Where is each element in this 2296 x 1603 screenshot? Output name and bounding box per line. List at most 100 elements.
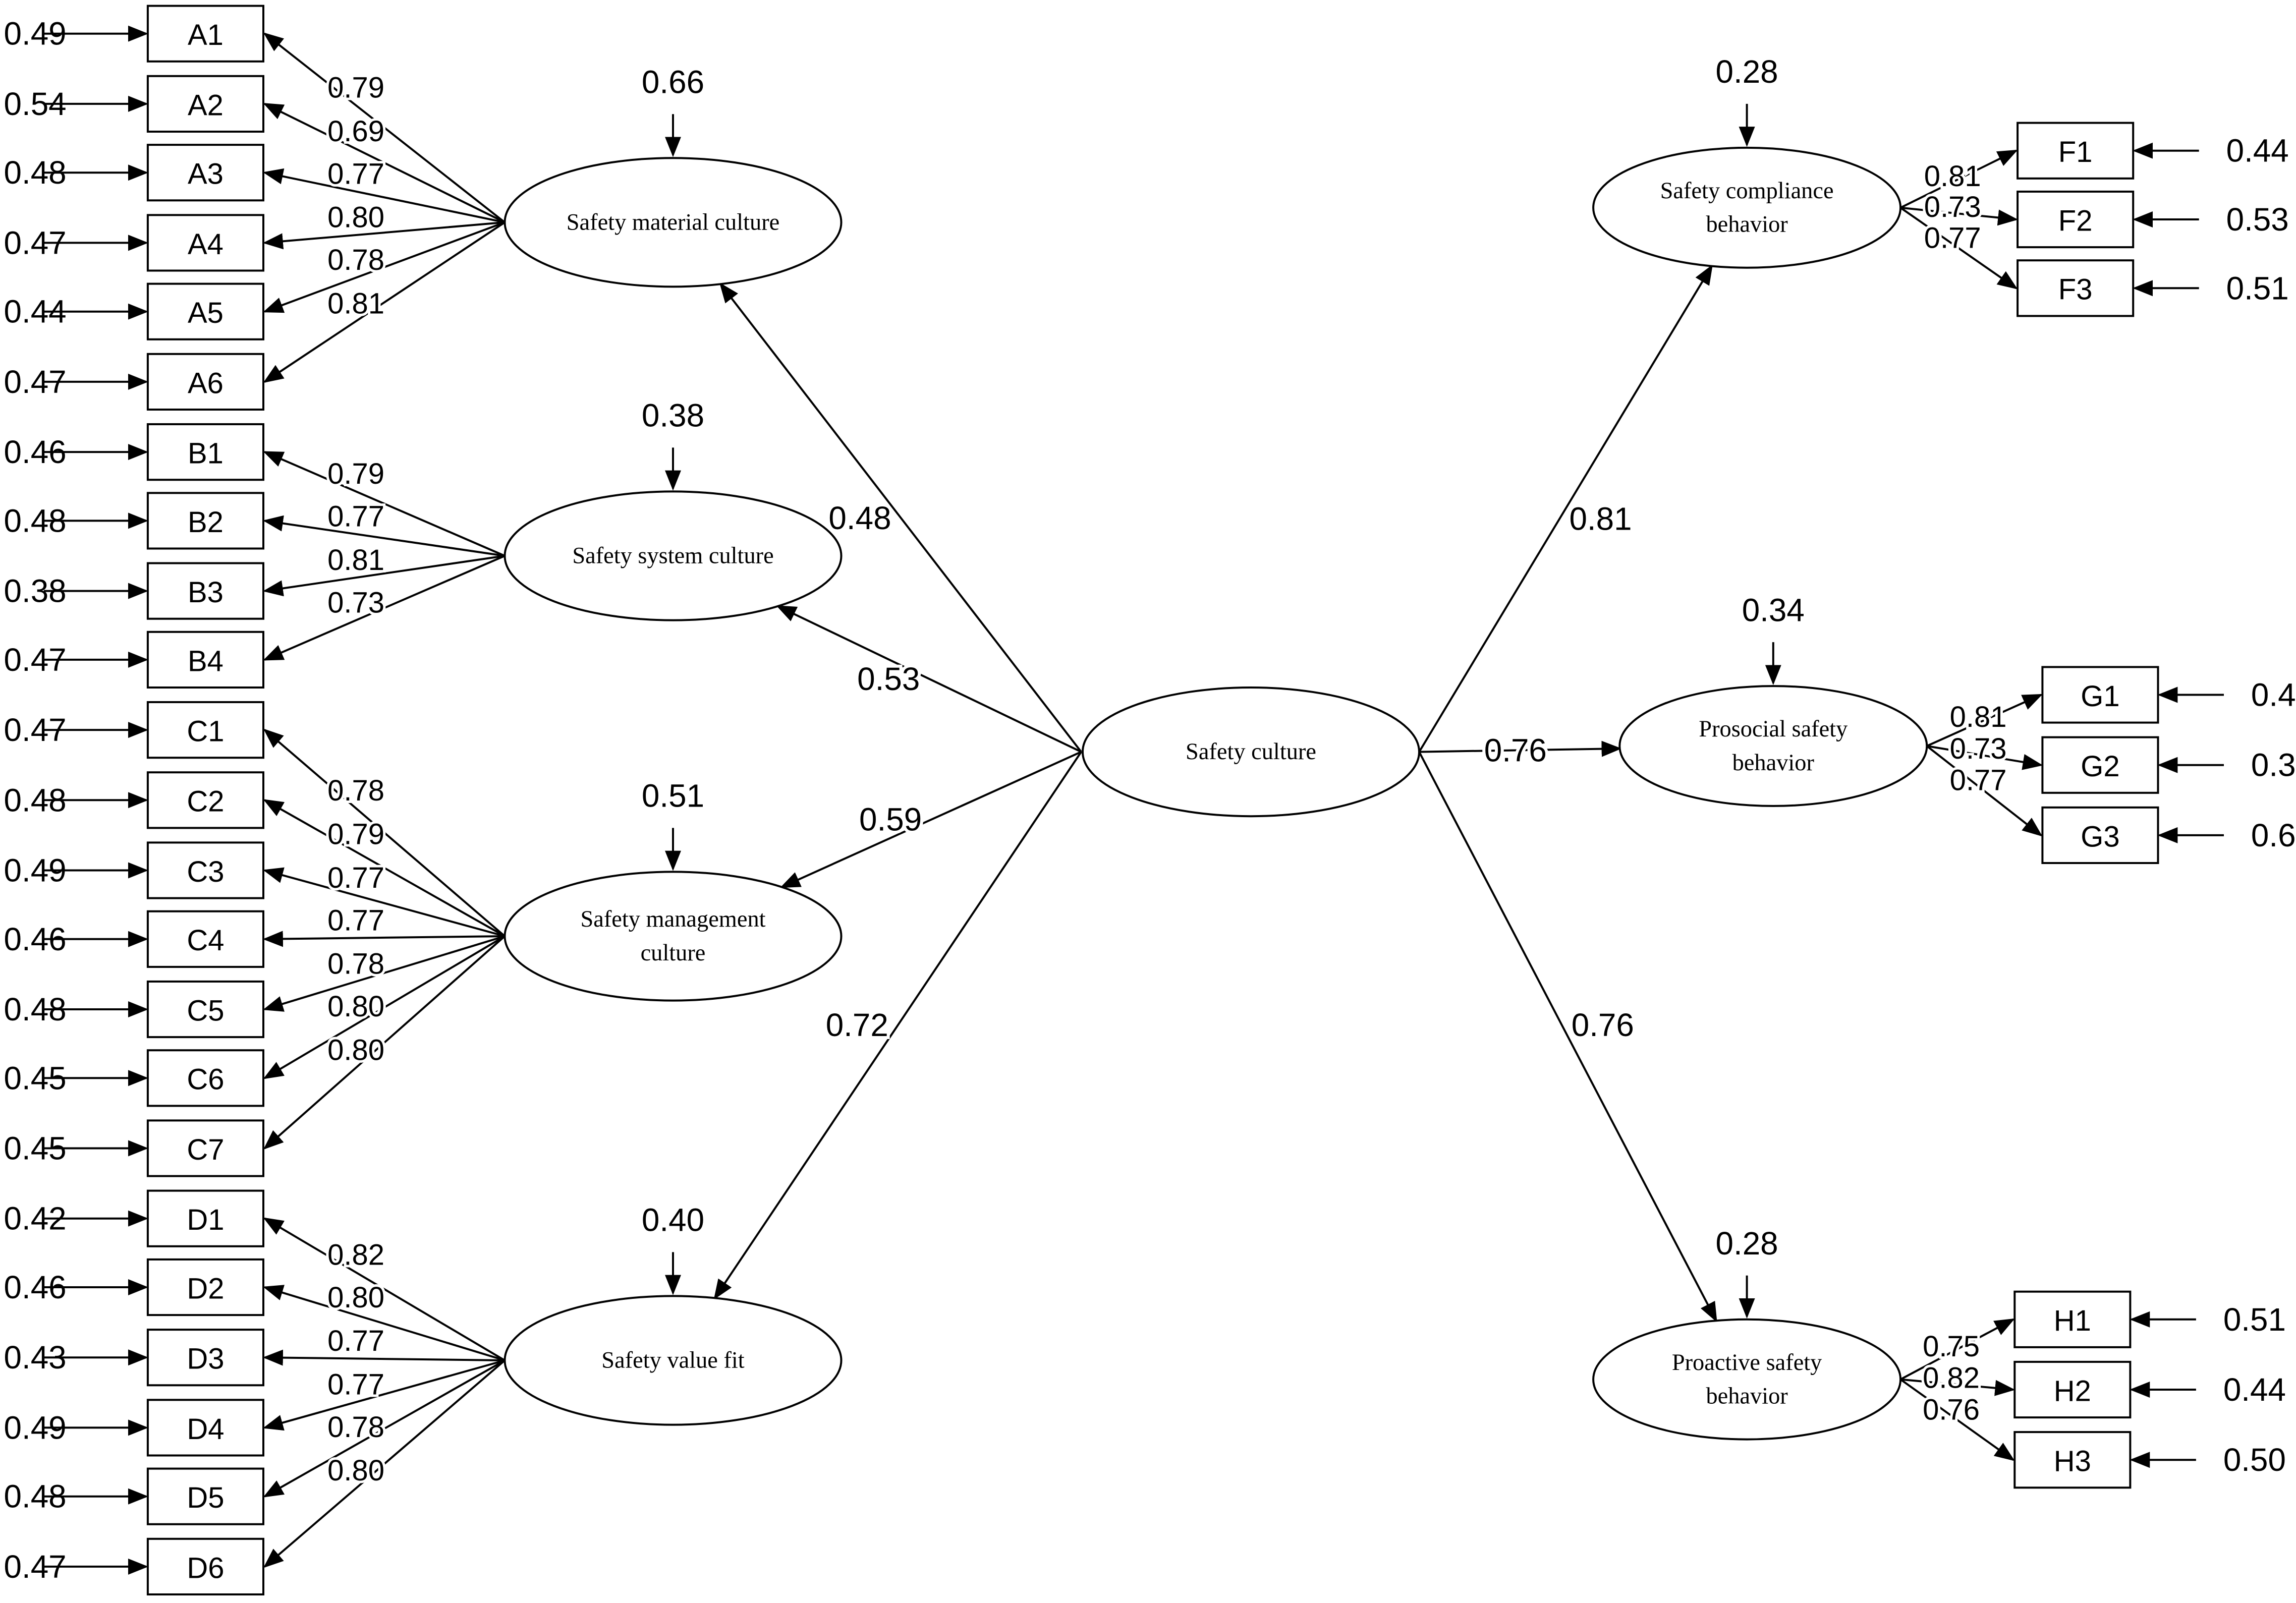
indicator-label-d2: D2 <box>187 1272 224 1305</box>
residual-svf: 0.40 <box>642 1202 704 1238</box>
loading-arrow-b3 <box>262 555 505 597</box>
latent-label-psb: Prosocial safety <box>1699 716 1848 742</box>
loading-h1: 0.75 <box>1923 1330 1980 1363</box>
error-c3: 0.49 <box>4 852 67 889</box>
loading-arrow-d4 <box>263 1359 506 1431</box>
loading-arrow-a6 <box>263 221 506 383</box>
loading-c5: 0.78 <box>327 948 384 981</box>
loading-c1: 0.78 <box>327 774 384 807</box>
residual-smgc: 0.51 <box>642 778 704 814</box>
indicator-label-b2: B2 <box>188 506 223 539</box>
indicator-box-c4 <box>146 910 264 968</box>
error-g2: 0.34 <box>2251 747 2296 783</box>
loading-d5: 0.78 <box>327 1411 384 1444</box>
error-b3: 0.38 <box>4 573 67 609</box>
indicator-box-g2 <box>2041 736 2159 794</box>
loading-d1: 0.82 <box>327 1238 384 1271</box>
residual-scb: 0.28 <box>1716 53 1778 90</box>
loading-arrow-d6 <box>263 1359 506 1568</box>
residual-psb: 0.34 <box>1742 592 1805 628</box>
error-f3: 0.51 <box>2226 270 2289 306</box>
latent-label-smgc: culture <box>641 940 706 966</box>
indicator-label-g3: G3 <box>2081 820 2119 853</box>
loading-c3: 0.77 <box>327 862 384 894</box>
loading-arrow-f2 <box>1900 206 2019 226</box>
loading-arrow-b2 <box>262 515 505 557</box>
error-c1: 0.47 <box>4 712 67 748</box>
latent-smgc <box>503 871 843 1002</box>
error-d4: 0.49 <box>4 1409 67 1446</box>
latent-svf <box>503 1295 843 1426</box>
loading-d6: 0.80 <box>327 1454 384 1487</box>
loading-arrow-g3 <box>1926 745 2043 837</box>
latent-label-smgc: Safety management <box>580 906 765 932</box>
loading-arrow-a2 <box>263 103 506 223</box>
indicator-label-h1: H1 <box>2054 1304 2091 1337</box>
indicator-box-b4 <box>146 631 264 689</box>
latent-label-smc: Safety material culture <box>567 209 779 235</box>
latent-smc <box>503 157 843 288</box>
structural-path-smgc <box>779 751 1082 888</box>
indicator-label-h3: H3 <box>2054 1445 2091 1478</box>
loading-arrow-a5 <box>263 221 506 313</box>
indicator-label-c5: C5 <box>187 994 224 1027</box>
loading-arrow-g2 <box>1926 745 2043 770</box>
loading-arrow-c2 <box>263 799 506 937</box>
indicator-label-f1: F1 <box>2058 136 2093 168</box>
loading-a6: 0.81 <box>327 287 384 320</box>
latent-pab <box>1592 1318 1902 1441</box>
structural-path-psb <box>1419 740 1622 757</box>
error-b2: 0.48 <box>4 502 67 539</box>
indicator-label-a3: A3 <box>188 158 223 191</box>
loading-h2: 0.82 <box>1923 1362 1980 1395</box>
indicator-label-f2: F2 <box>2058 204 2093 237</box>
indicator-box-b1 <box>146 423 264 481</box>
loading-f1: 0.81 <box>1924 160 1981 193</box>
loading-arrow-g1 <box>1926 694 2043 747</box>
indicator-label-a1: A1 <box>188 19 223 51</box>
indicator-label-c7: C7 <box>187 1133 224 1166</box>
indicator-label-c1: C1 <box>187 715 224 748</box>
path-coefficient-smc: 0.48 <box>828 500 891 536</box>
error-g1: 0.43 <box>2251 677 2296 713</box>
indicator-box-f1 <box>2017 122 2135 180</box>
error-d6: 0.47 <box>4 1549 67 1585</box>
error-h1: 0.51 <box>2223 1301 2286 1338</box>
loading-h3: 0.76 <box>1923 1393 1980 1426</box>
error-c6: 0.45 <box>4 1060 67 1096</box>
indicator-label-h2: H2 <box>2054 1375 2091 1407</box>
loading-a1: 0.79 <box>327 72 384 104</box>
loading-arrow-b1 <box>263 451 506 557</box>
nodes-layer <box>146 5 2159 1596</box>
residual-ssc: 0.38 <box>642 397 704 434</box>
error-h3: 0.50 <box>2223 1442 2286 1478</box>
latent-label-pab: Proactive safety <box>1672 1350 1822 1376</box>
indicator-box-h3 <box>2013 1431 2132 1489</box>
loading-f2: 0.73 <box>1924 191 1981 223</box>
indicator-label-b4: B4 <box>188 645 223 677</box>
path-coefficient-pab: 0.76 <box>1572 1007 1634 1043</box>
indicator-box-h2 <box>2013 1360 2132 1419</box>
loading-arrow-d1 <box>263 1217 506 1361</box>
error-d1: 0.42 <box>4 1200 67 1237</box>
error-a6: 0.47 <box>4 364 67 400</box>
error-f2: 0.53 <box>2226 201 2289 238</box>
loading-b3: 0.81 <box>327 544 384 577</box>
loading-arrow-f1 <box>1900 149 2018 209</box>
latent-label-scb: behavior <box>1706 212 1788 238</box>
latent-label-sc: Safety culture <box>1186 739 1316 765</box>
indicator-label-d4: D4 <box>187 1413 224 1446</box>
indicator-box-a3 <box>146 144 264 202</box>
loading-arrow-a3 <box>262 168 505 223</box>
indicator-label-a5: A5 <box>188 297 223 329</box>
indicator-box-d5 <box>146 1467 264 1525</box>
structural-path-pab <box>1418 751 1717 1323</box>
latent-sc <box>1082 686 1420 818</box>
path-coefficient-smgc: 0.59 <box>859 802 922 838</box>
indicator-label-g1: G1 <box>2081 680 2119 713</box>
edges-layer <box>44 25 2224 1575</box>
residual-smc: 0.66 <box>642 64 704 100</box>
indicator-label-b3: B3 <box>188 576 223 609</box>
indicator-box-a4 <box>146 214 264 272</box>
